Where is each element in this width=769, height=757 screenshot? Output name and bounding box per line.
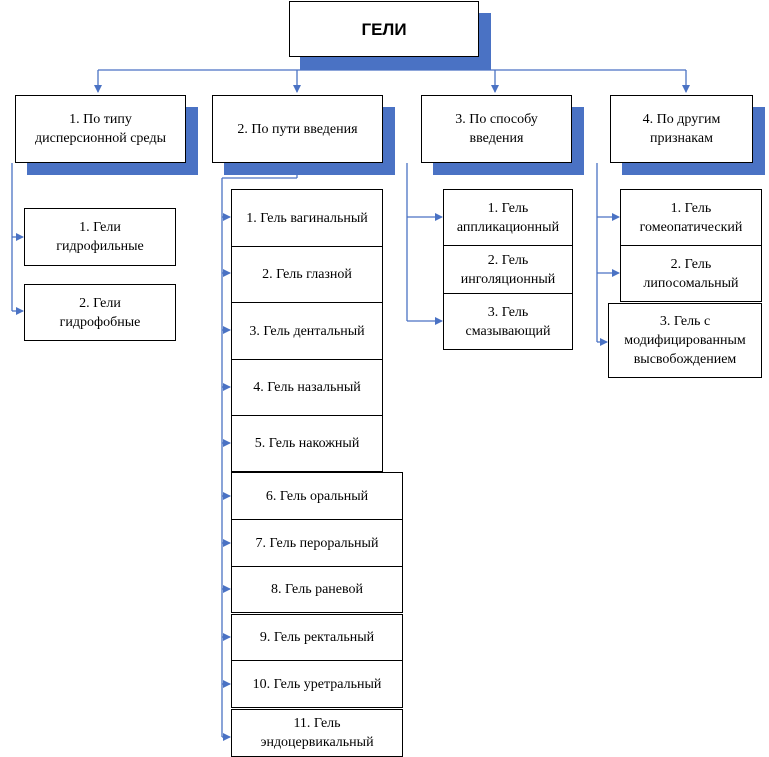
category-2-item: 4. Гель назальный <box>231 359 383 416</box>
category-2-item: 9. Гель ректальный <box>231 614 403 661</box>
category-3-item: 1. Гель аппликационный <box>443 189 573 246</box>
category-2-item: 2. Гель глазной <box>231 246 383 303</box>
category-3-item: 3. Гель смазывающий <box>443 293 573 350</box>
category-3-item: 2. Гель инголяционный <box>443 245 573 294</box>
category-2-item: 8. Гель раневой <box>231 566 403 613</box>
category-2-header: 2. По пути введения <box>212 95 383 163</box>
category-2-item: 6. Гель оральный <box>231 472 403 520</box>
category-1-item: 1. Гели гидрофильные <box>24 208 176 266</box>
category-2-item: 7. Гель пероральный <box>231 519 403 567</box>
category-2-item: 11. Гель эндоцервикальный <box>231 709 403 757</box>
category-2-item: 1. Гель вагинальный <box>231 189 383 247</box>
category-4-item: 1. Гель гомеопатический <box>620 189 762 246</box>
category-2-item: 10. Гель уретральный <box>231 660 403 708</box>
category-3-header: 3. По способу введения <box>421 95 572 163</box>
category-2-item: 5. Гель накожный <box>231 415 383 472</box>
category-2-item: 3. Гель дентальный <box>231 302 383 360</box>
category-4-header: 4. По другим признакам <box>610 95 753 163</box>
category-4-item: 3. Гель с модифицированным высвобождение… <box>608 303 762 378</box>
category-1-header: 1. По типу дисперсионной среды <box>15 95 186 163</box>
category-4-item: 2. Гель липосомальный <box>620 245 762 302</box>
root-node-title: ГЕЛИ <box>289 1 479 57</box>
category-1-item: 2. Гели гидрофобные <box>24 284 176 341</box>
